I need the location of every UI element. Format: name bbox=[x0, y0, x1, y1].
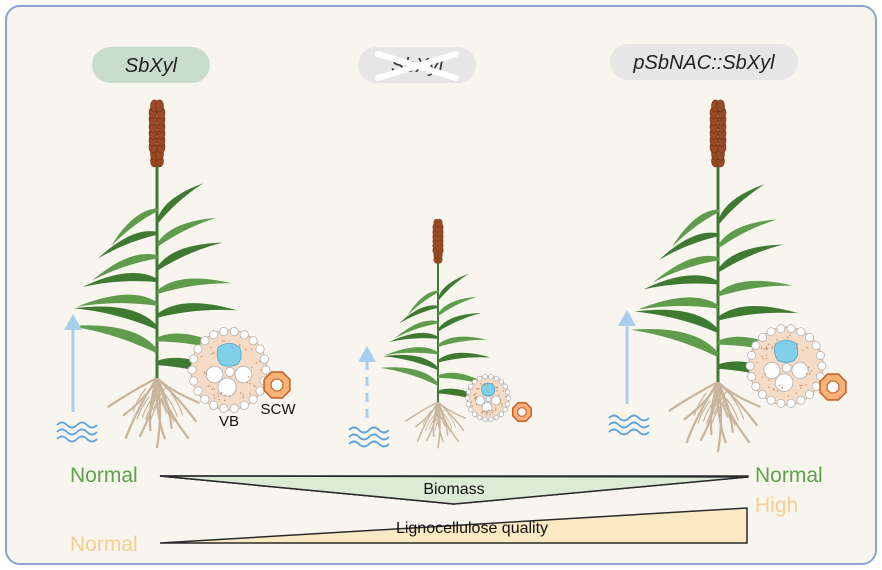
lignocellulose-label: Lignocellulose quality bbox=[396, 520, 548, 537]
secondary-cell-wall-icon bbox=[820, 374, 846, 400]
scw-label: SCW bbox=[261, 401, 297, 418]
secondary-cell-wall-icon bbox=[264, 372, 290, 398]
biomass-label: Biomass bbox=[423, 481, 484, 498]
panicle bbox=[149, 100, 165, 167]
panicle bbox=[433, 219, 444, 263]
biomass-right-value: Normal bbox=[755, 464, 823, 487]
cross-section-icon bbox=[465, 374, 510, 421]
label-pill-sbxyl-knockout: SbXyl bbox=[358, 47, 476, 83]
label-pill-sbxyl: SbXyl bbox=[92, 47, 210, 83]
panicle bbox=[710, 100, 726, 167]
vb-label: VB bbox=[219, 413, 239, 430]
plant-label-sbxyl: SbXyl bbox=[125, 55, 178, 77]
plant-label-psbnac-sbxyl: pSbNAC::SbXyl bbox=[632, 52, 775, 74]
biomass-left-value: Normal bbox=[70, 464, 138, 487]
lignocellulose-left-value: Normal bbox=[70, 533, 138, 556]
secondary-cell-wall-icon bbox=[513, 403, 531, 421]
label-pill-psbnac-sbxyl: pSbNAC::SbXyl bbox=[610, 44, 798, 80]
lignocellulose-right-value: High bbox=[755, 494, 798, 517]
